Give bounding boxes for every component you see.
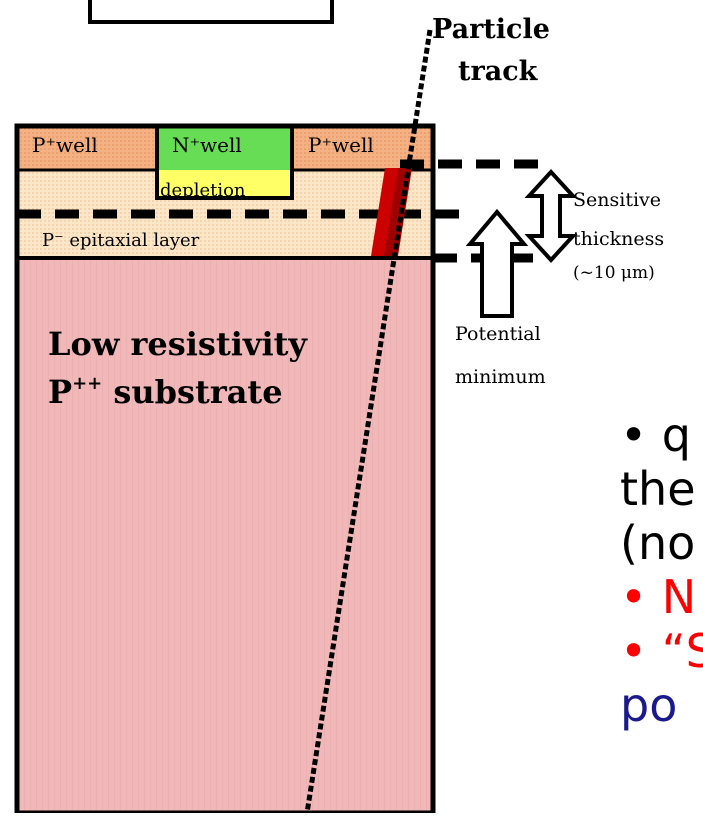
potential-label-2: minimum — [455, 366, 546, 388]
epitaxial-layer-label: P⁻ epitaxial layer — [42, 230, 200, 251]
bullet-line-1: • q — [620, 408, 691, 462]
sensitive-label-1: Sensitive — [573, 189, 661, 211]
p-well-left-label: P⁺well — [32, 133, 98, 157]
p-well-left-region — [17, 126, 157, 170]
particle-track-line — [304, 29, 433, 814]
depletion-region — [157, 170, 292, 198]
bullet-line-4: • N — [620, 570, 697, 624]
sensitive-label-2: thickness — [573, 228, 664, 250]
charge-collection-highlight-2 — [384, 168, 412, 256]
top-left-box — [88, 0, 334, 24]
substrate-region — [17, 258, 433, 813]
n-well-region — [157, 126, 292, 170]
p-well-right-label: P⁺well — [308, 133, 374, 157]
potential-label-1: Potential — [455, 323, 541, 345]
substrate-label-suffix: substrate — [102, 373, 282, 411]
bullet-text-column: • q the (no • N • “S po — [620, 408, 703, 732]
substrate-label-p: P — [48, 373, 72, 411]
sensitive-label-3: (~10 μm) — [573, 263, 655, 283]
depletion-label: depletion — [160, 180, 246, 201]
substrate-label-1: Low resistivity — [48, 325, 308, 363]
potential-minimum-arrow — [465, 208, 529, 318]
bullet-line-5: • “S — [620, 624, 703, 678]
particle-track-label-1: Particle — [432, 14, 550, 45]
particle-track-label-2: track — [458, 56, 539, 87]
sensitive-thickness-arrow — [524, 169, 578, 263]
bullet-line-2: the — [620, 462, 696, 516]
substrate-label-2: P++ substrate — [48, 373, 283, 411]
bullet-line-6: po — [620, 678, 678, 732]
bullet-line-3: (no — [620, 516, 696, 570]
substrate-label-sup: ++ — [72, 373, 102, 394]
n-well-label: N⁺well — [172, 133, 242, 157]
charge-collection-highlight — [371, 168, 402, 256]
